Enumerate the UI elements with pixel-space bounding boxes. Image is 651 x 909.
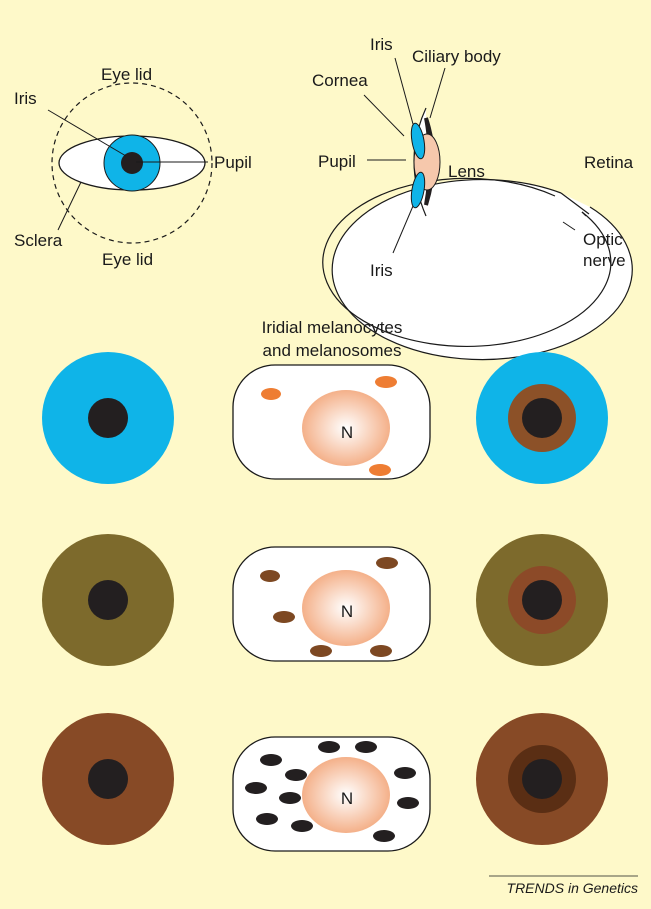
- ciliary-body-label: Ciliary body: [412, 47, 501, 66]
- cornea-leader: [364, 95, 404, 136]
- melanocytes-caption-line1: Iridial melanocytes: [262, 318, 403, 337]
- melanosome: [273, 611, 295, 623]
- iris-bottom-label: Iris: [370, 261, 393, 280]
- blue-pupil-left: [88, 398, 128, 438]
- green-pupil-right: [522, 580, 562, 620]
- iris-top-label: Iris: [370, 35, 393, 54]
- melanosome: [370, 645, 392, 657]
- row-blue: N: [42, 352, 608, 484]
- nerve-label: nerve: [583, 251, 626, 270]
- sclera-leader-line: [58, 182, 81, 230]
- melanosome: [373, 830, 395, 842]
- eye-lid-top-label: Eye lid: [101, 65, 152, 84]
- frontal-eye-diagram: Iris Eye lid Pupil Sclera Eye lid: [14, 65, 252, 269]
- sclera-label: Sclera: [14, 231, 63, 250]
- melanosome: [279, 792, 301, 804]
- retina-label: Retina: [584, 153, 634, 172]
- melanosome: [260, 754, 282, 766]
- blue-pupil-right: [522, 398, 562, 438]
- melanosome: [260, 570, 280, 582]
- melanosome: [394, 767, 416, 779]
- nucleus-label-blue: N: [341, 423, 353, 442]
- nucleus-label-green: N: [341, 602, 353, 621]
- lens-label: Lens: [448, 162, 485, 181]
- green-pupil-left: [88, 580, 128, 620]
- pupil-cs-label: Pupil: [318, 152, 356, 171]
- iris-top-leader: [395, 58, 413, 124]
- brown-pupil-right: [522, 759, 562, 799]
- melanosome: [375, 376, 397, 388]
- melanosome: [355, 741, 377, 753]
- brown-pupil-left: [88, 759, 128, 799]
- melanosome: [318, 741, 340, 753]
- row-green: N: [42, 534, 608, 666]
- melanosome: [285, 769, 307, 781]
- row-brown: N: [42, 713, 608, 851]
- cornea-label: Cornea: [312, 71, 368, 90]
- melanosome: [245, 782, 267, 794]
- nucleus-label-brown: N: [341, 789, 353, 808]
- melanosome: [256, 813, 278, 825]
- pupil-label: Pupil: [214, 153, 252, 172]
- ciliary-leader: [430, 68, 445, 118]
- melanosome: [369, 464, 391, 476]
- melanosome: [376, 557, 398, 569]
- optic-label: Optic: [583, 230, 623, 249]
- melanosome: [310, 645, 332, 657]
- cross-section-diagram: Iris Ciliary body Cornea Pupil Lens Reti…: [312, 35, 634, 360]
- melanosome: [261, 388, 281, 400]
- melanosome: [291, 820, 313, 832]
- credit-label: TRENDS in Genetics: [507, 880, 638, 896]
- eye-lid-bottom-label: Eye lid: [102, 250, 153, 269]
- melanocytes-caption-line2: and melanosomes: [263, 341, 402, 360]
- iris-label: Iris: [14, 89, 37, 108]
- melanosome: [397, 797, 419, 809]
